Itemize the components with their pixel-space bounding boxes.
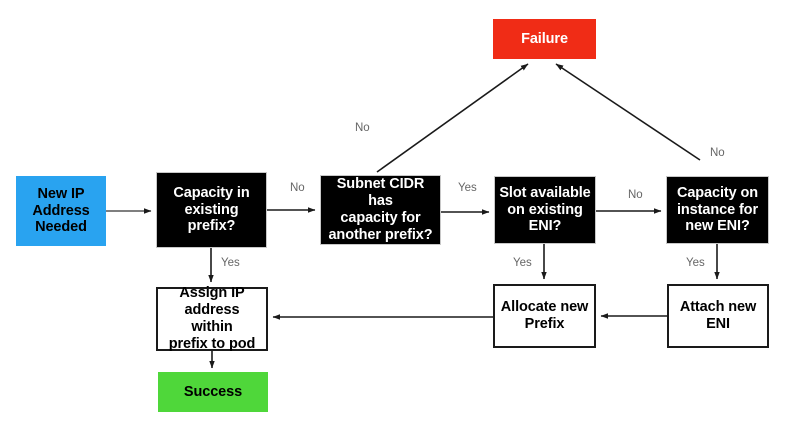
edge-instance-no-to-failure: [555, 63, 701, 161]
node-capacity-on-instance-for-new-eni[interactable]: Capacity on instance for new ENI?: [666, 176, 769, 244]
node-label: Subnet CIDR has capacity for another pre…: [328, 176, 433, 243]
edge-label-subnet-no: No: [355, 122, 370, 134]
node-label: Attach new ENI: [679, 299, 757, 332]
node-label: Capacity on instance for new ENI?: [676, 184, 759, 235]
node-label: Capacity in existing prefix?: [173, 184, 250, 235]
node-success[interactable]: Success: [158, 372, 268, 412]
node-failure[interactable]: Failure: [493, 19, 596, 59]
node-assign-ip-address-within-prefix-to-pod[interactable]: Assign IP address within prefix to pod: [156, 285, 268, 352]
edge-label-capacity-no: No: [290, 182, 305, 194]
edge-label-slot-yes: Yes: [513, 257, 532, 269]
edge-label-slot-no: No: [628, 189, 643, 201]
node-label: Slot available on existing ENI?: [499, 184, 591, 235]
node-subnet-cidr-has-capacity[interactable]: Subnet CIDR has capacity for another pre…: [320, 175, 441, 245]
node-label: Assign IP address within prefix to pod: [168, 285, 256, 352]
edge-label-instance-yes: Yes: [686, 257, 705, 269]
edge-label-capacity-yes: Yes: [221, 257, 240, 269]
edge-label-subnet-yes: Yes: [458, 182, 477, 194]
node-new-ip-address-needed[interactable]: New IP Address Needed: [16, 176, 106, 246]
edge-subnet-no-to-failure: [376, 63, 529, 173]
node-label: New IP Address Needed: [32, 185, 90, 236]
node-label: Allocate new Prefix: [500, 299, 589, 332]
node-capacity-in-existing-prefix[interactable]: Capacity in existing prefix?: [156, 172, 267, 248]
node-label: Success: [183, 383, 243, 400]
node-attach-new-eni[interactable]: Attach new ENI: [667, 284, 769, 348]
edge-label-instance-no: No: [710, 147, 725, 159]
node-allocate-new-prefix[interactable]: Allocate new Prefix: [493, 284, 596, 348]
node-slot-available-on-existing-eni[interactable]: Slot available on existing ENI?: [494, 176, 596, 244]
node-label: Failure: [521, 30, 568, 47]
